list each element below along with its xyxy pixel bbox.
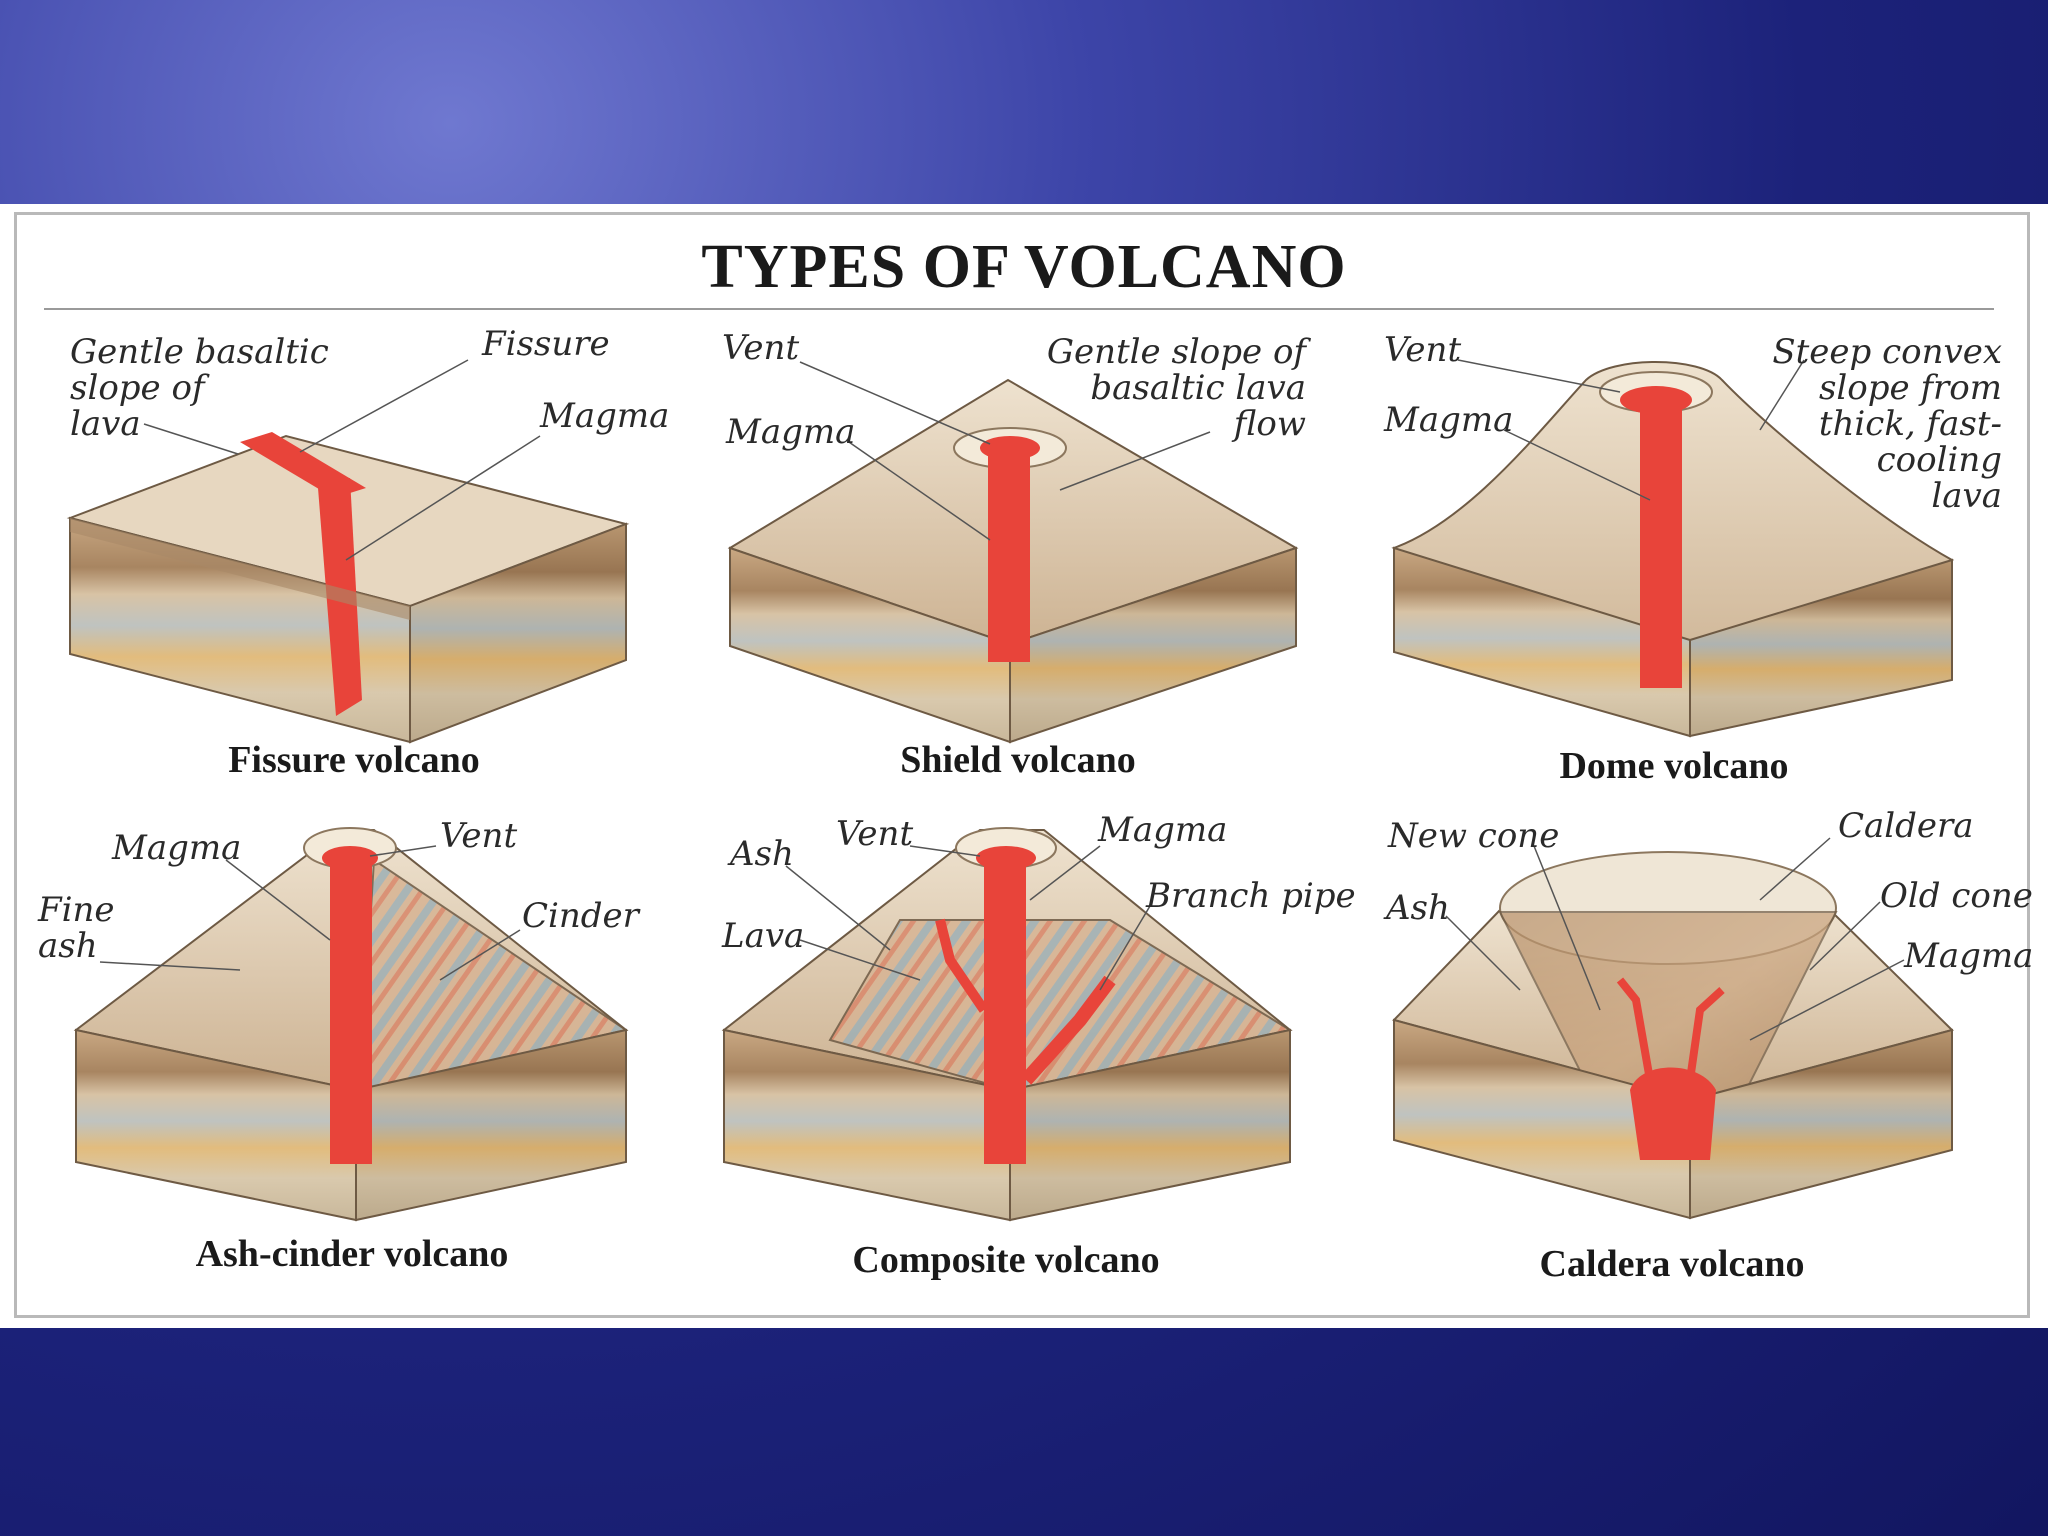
label-vent-ash-cinder: Vent [440,816,518,856]
label-fine-ash: Fine ash [38,890,115,966]
label-old-cone: Old cone [1880,876,2033,916]
label-magma-fissure: Magma [540,396,670,436]
dome-volcano-drawing [1391,361,1955,738]
diagram-title: TYPES OF VOLCANO [701,233,1347,301]
label-ash-caldera: Ash [1386,888,1450,928]
label-vent-composite: Vent [836,814,914,854]
label-magma-caldera: Magma [1904,936,2034,976]
label-lava-composite: Lava [722,916,805,956]
label-magma-composite: Magma [1098,810,1228,850]
caption-composite-volcano: Composite volcano [852,1239,1160,1281]
caption-caldera-volcano: Caldera volcano [1539,1243,1805,1285]
label-gentle-basaltic-slope: Gentle basaltic slope of lava [70,332,329,444]
label-vent-shield: Vent [722,328,800,368]
composite-volcano-drawing [721,827,1293,1222]
label-magma-shield: Magma [726,412,856,452]
leader-lines [99,359,1905,1041]
label-magma-ash-cinder: Magma [112,828,242,868]
label-cinder: Cinder [522,896,639,936]
label-vent-dome: Vent [1384,330,1462,370]
label-fissure: Fissure [482,324,610,364]
title-divider [44,308,1994,310]
label-ash-composite: Ash [730,834,794,874]
label-steep-convex-slope: Steep convex slope from thick, fast- coo… [1772,332,2002,516]
label-caldera: Caldera [1838,806,1974,846]
caption-fissure-volcano: Fissure volcano [228,739,480,781]
caldera-volcano-drawing [1392,851,1954,1220]
diagram-frame [14,212,2030,1318]
fissure-volcano-drawing [66,432,630,744]
caption-shield-volcano: Shield volcano [900,739,1136,781]
label-new-cone: New cone [1388,816,1560,856]
label-magma-dome: Magma [1384,400,1514,440]
ash-cinder-volcano-drawing [73,827,629,1222]
caption-ash-cinder-volcano: Ash-cinder volcano [195,1233,509,1275]
caption-dome-volcano: Dome volcano [1559,745,1789,787]
label-gentle-slope-basaltic-flow: Gentle slope of basaltic lava flow [1046,332,1306,444]
label-branch-pipe: Branch pipe [1146,876,1356,916]
shield-volcano-drawing [727,378,1299,744]
